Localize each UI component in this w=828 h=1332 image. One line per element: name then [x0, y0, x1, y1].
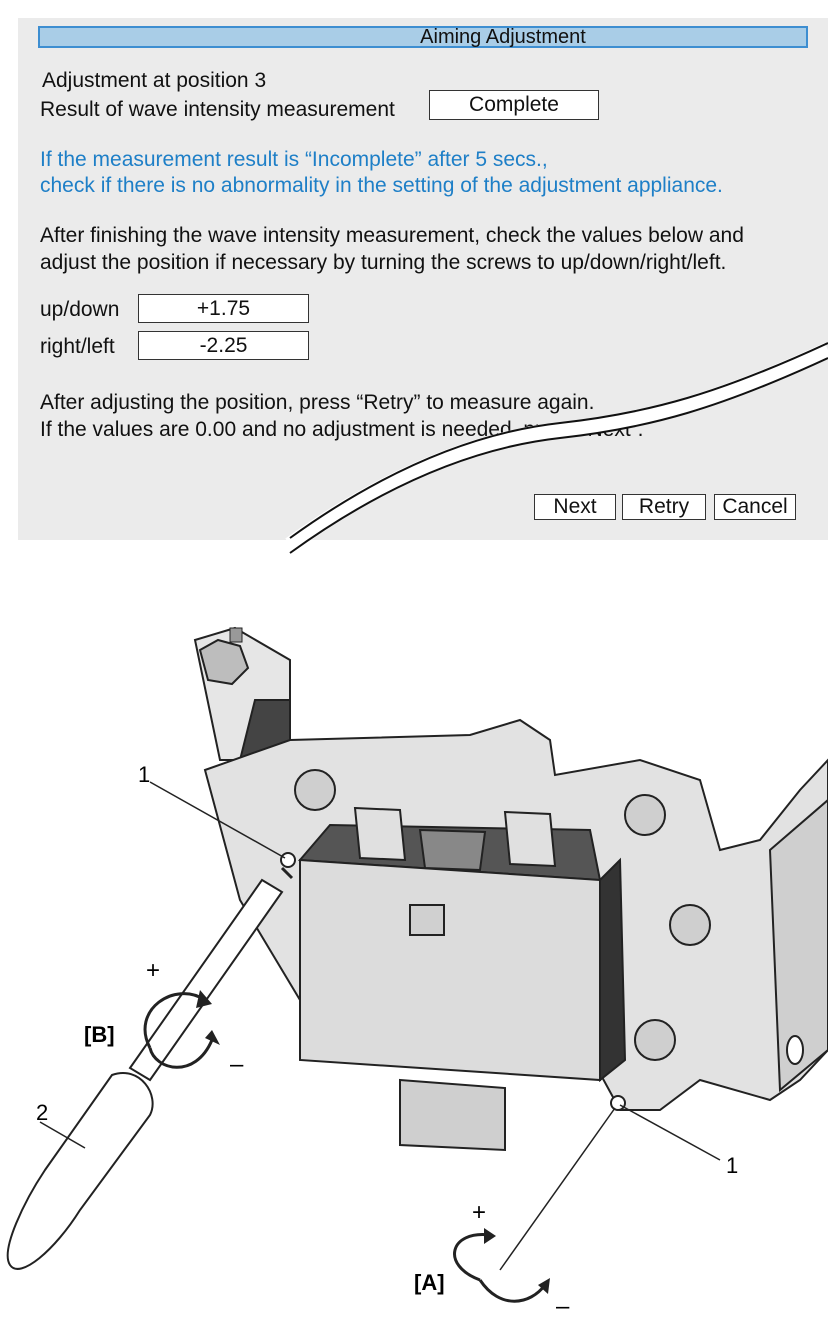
radar-sensor-unit [300, 808, 625, 1150]
adjuster-b-tag: [B] [84, 1022, 115, 1047]
rotate-minus-arrow-a-icon [480, 1280, 545, 1301]
b-minus-sign: – [230, 1051, 244, 1078]
callout-1-top: 1 [138, 762, 150, 787]
a-minus-sign: – [556, 1293, 570, 1320]
a-plus-sign: + [472, 1199, 486, 1226]
adjuster-a-tag: [A] [414, 1270, 445, 1295]
b-plus-sign: + [146, 957, 160, 984]
callout-1-bottom: 1 [726, 1153, 738, 1178]
callout-2: 2 [36, 1100, 48, 1125]
screwdriver [8, 868, 292, 1269]
adjust-screw-a-icon [611, 1096, 625, 1110]
adjust-screw-b-icon [281, 853, 295, 867]
